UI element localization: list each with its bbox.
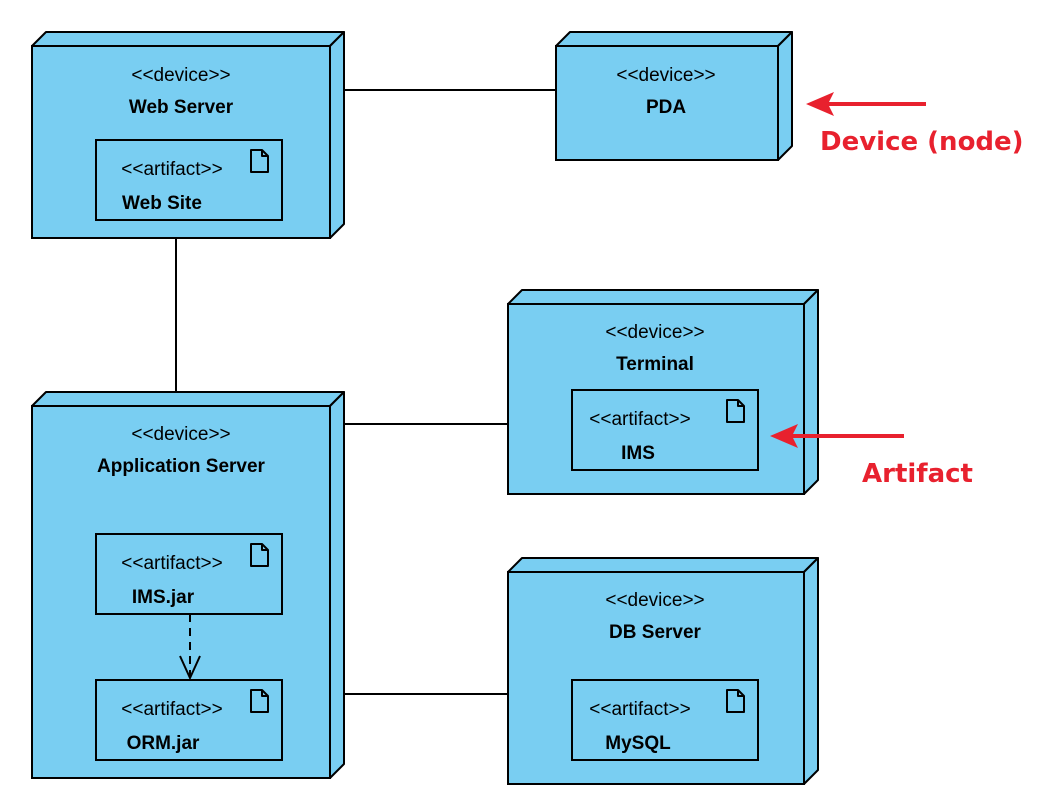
artifact-orm-jar[interactable]: <<artifact>> ORM.jar <box>95 679 283 761</box>
connectors <box>175 89 556 695</box>
arrow-left-icon <box>806 92 926 116</box>
artifact-web-site[interactable]: <<artifact>> Web Site <box>95 139 283 221</box>
artifact-stereotype: <<artifact>> <box>589 409 690 430</box>
node-stereotype: <<device>> <box>131 424 230 445</box>
artifact-ims[interactable]: <<artifact>> IMS <box>571 389 759 471</box>
node-title: PDA <box>646 97 686 118</box>
node-web-server[interactable]: <<device>> Web Server <<artifact>> Web S… <box>31 31 345 239</box>
artifact-stereotype: <<artifact>> <box>121 159 222 180</box>
node-stereotype: <<device>> <box>616 65 715 86</box>
artifact-stereotype: <<artifact>> <box>121 553 222 574</box>
node-title: DB Server <box>609 622 701 643</box>
node-stereotype: <<device>> <box>605 322 704 343</box>
node-title: Web Server <box>129 97 234 118</box>
artifact-title: MySQL <box>605 733 671 754</box>
node-application-server[interactable]: <<device>> Application Server <<artifact… <box>31 391 345 779</box>
annotation-artifact-label: Artifact <box>862 459 973 489</box>
node-title: Application Server <box>97 456 265 477</box>
dependency-ims-jar-to-orm-jar[interactable] <box>179 614 201 681</box>
artifact-title: IMS.jar <box>132 587 195 608</box>
node-stereotype: <<device>> <box>131 65 230 86</box>
artifact-ims-jar[interactable]: <<artifact>> IMS.jar <box>95 533 283 615</box>
artifact-mysql[interactable]: <<artifact>> MySQL <box>571 679 759 761</box>
node-db-server[interactable]: <<device>> DB Server <<artifact>> MySQL <box>507 557 819 785</box>
node-terminal[interactable]: <<device>> Terminal <<artifact>> IMS <box>507 289 819 495</box>
annotation-device: Device (node) <box>806 92 1024 157</box>
arrow-left-icon <box>770 424 904 448</box>
node-pda[interactable]: <<device>> PDA <box>555 31 793 161</box>
node-stereotype: <<device>> <box>605 590 704 611</box>
artifact-title: IMS <box>621 443 655 464</box>
artifact-stereotype: <<artifact>> <box>589 699 690 720</box>
annotation-device-label: Device (node) <box>820 127 1024 157</box>
artifact-title: Web Site <box>122 193 202 214</box>
artifact-stereotype: <<artifact>> <box>121 699 222 720</box>
node-title: Terminal <box>616 354 694 375</box>
artifact-title: ORM.jar <box>127 733 200 754</box>
annotation-artifact: Artifact <box>770 424 973 489</box>
